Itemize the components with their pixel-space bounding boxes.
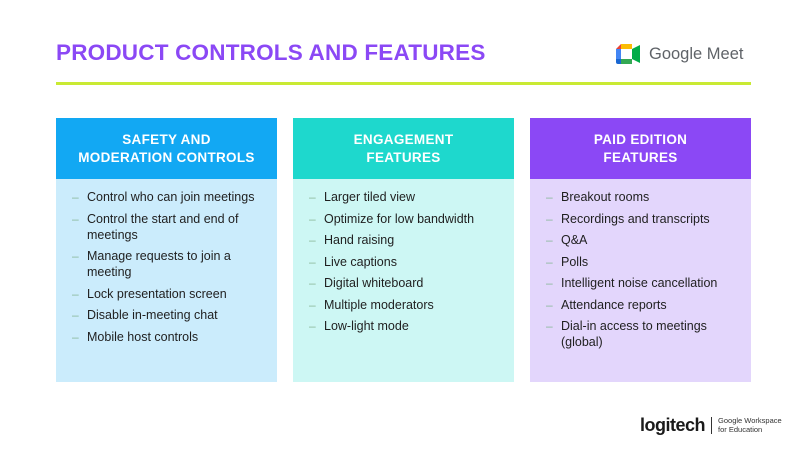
footer-divider xyxy=(711,417,713,434)
column-body: Larger tiled view Optimize for low bandw… xyxy=(293,179,514,382)
list-item: Digital whiteboard xyxy=(309,275,502,291)
google-workspace-education-logo: Google Workspace for Education xyxy=(718,416,782,434)
list-item: Multiple moderators xyxy=(309,297,502,313)
brand-name: Google Meet xyxy=(649,44,744,63)
title-divider xyxy=(56,82,751,85)
list-item: Live captions xyxy=(309,254,502,270)
column-paid-edition: PAID EDITION FEATURES Breakout rooms Rec… xyxy=(530,118,751,382)
list-item: Dial-in access to meetings (global) xyxy=(546,318,739,350)
google-meet-brand: Google Meet xyxy=(616,44,743,64)
column-safety: SAFETY AND MODERATION CONTROLS Control w… xyxy=(56,118,277,382)
list-item: Attendance reports xyxy=(546,297,739,313)
column-header-line: SAFETY AND xyxy=(122,131,211,147)
list-item: Polls xyxy=(546,254,739,270)
column-header-line: ENGAGEMENT xyxy=(353,131,454,147)
column-body: Control who can join meetings Control th… xyxy=(56,179,277,382)
column-header-line: FEATURES xyxy=(603,149,678,165)
logitech-logo: logitech xyxy=(640,415,706,435)
partner-line: for Education xyxy=(718,424,763,434)
slide-title: PRODUCT CONTROLS AND FEATURES xyxy=(56,40,486,65)
feature-list: Control who can join meetings Control th… xyxy=(72,189,265,345)
list-item: Breakout rooms xyxy=(546,189,739,205)
list-item: Manage requests to join a meeting xyxy=(72,248,265,280)
list-item: Control who can join meetings xyxy=(72,189,265,205)
list-item: Low-light mode xyxy=(309,318,502,334)
column-body: Breakout rooms Recordings and transcript… xyxy=(530,179,751,382)
list-item: Larger tiled view xyxy=(309,189,502,205)
column-engagement: ENGAGEMENT FEATURES Larger tiled view Op… xyxy=(293,118,514,382)
feature-list: Breakout rooms Recordings and transcript… xyxy=(546,189,739,350)
list-item: Control the start and end of meetings xyxy=(72,211,265,243)
list-item: Intelligent noise cancellation xyxy=(546,275,739,291)
column-header-line: FEATURES xyxy=(366,149,441,165)
list-item: Hand raising xyxy=(309,232,502,248)
google-meet-icon xyxy=(616,44,640,64)
footer-brand: logitech Google Workspace for Education xyxy=(640,415,782,436)
feature-list: Larger tiled view Optimize for low bandw… xyxy=(309,189,502,334)
list-item: Lock presentation screen xyxy=(72,286,265,302)
column-header-line: PAID EDITION xyxy=(593,131,688,147)
list-item: Recordings and transcripts xyxy=(546,211,739,227)
list-item: Mobile host controls xyxy=(72,329,265,345)
column-header-line: MODERATION CONTROLS xyxy=(78,149,255,165)
partner-line: Google Workspace xyxy=(718,416,782,425)
column-header: PAID EDITION FEATURES xyxy=(530,118,751,179)
list-item: Optimize for low bandwidth xyxy=(309,211,502,227)
column-header: ENGAGEMENT FEATURES xyxy=(293,118,514,179)
column-header: SAFETY AND MODERATION CONTROLS xyxy=(56,118,277,179)
list-item: Q&A xyxy=(546,232,739,248)
list-item: Disable in-meeting chat xyxy=(72,307,265,323)
